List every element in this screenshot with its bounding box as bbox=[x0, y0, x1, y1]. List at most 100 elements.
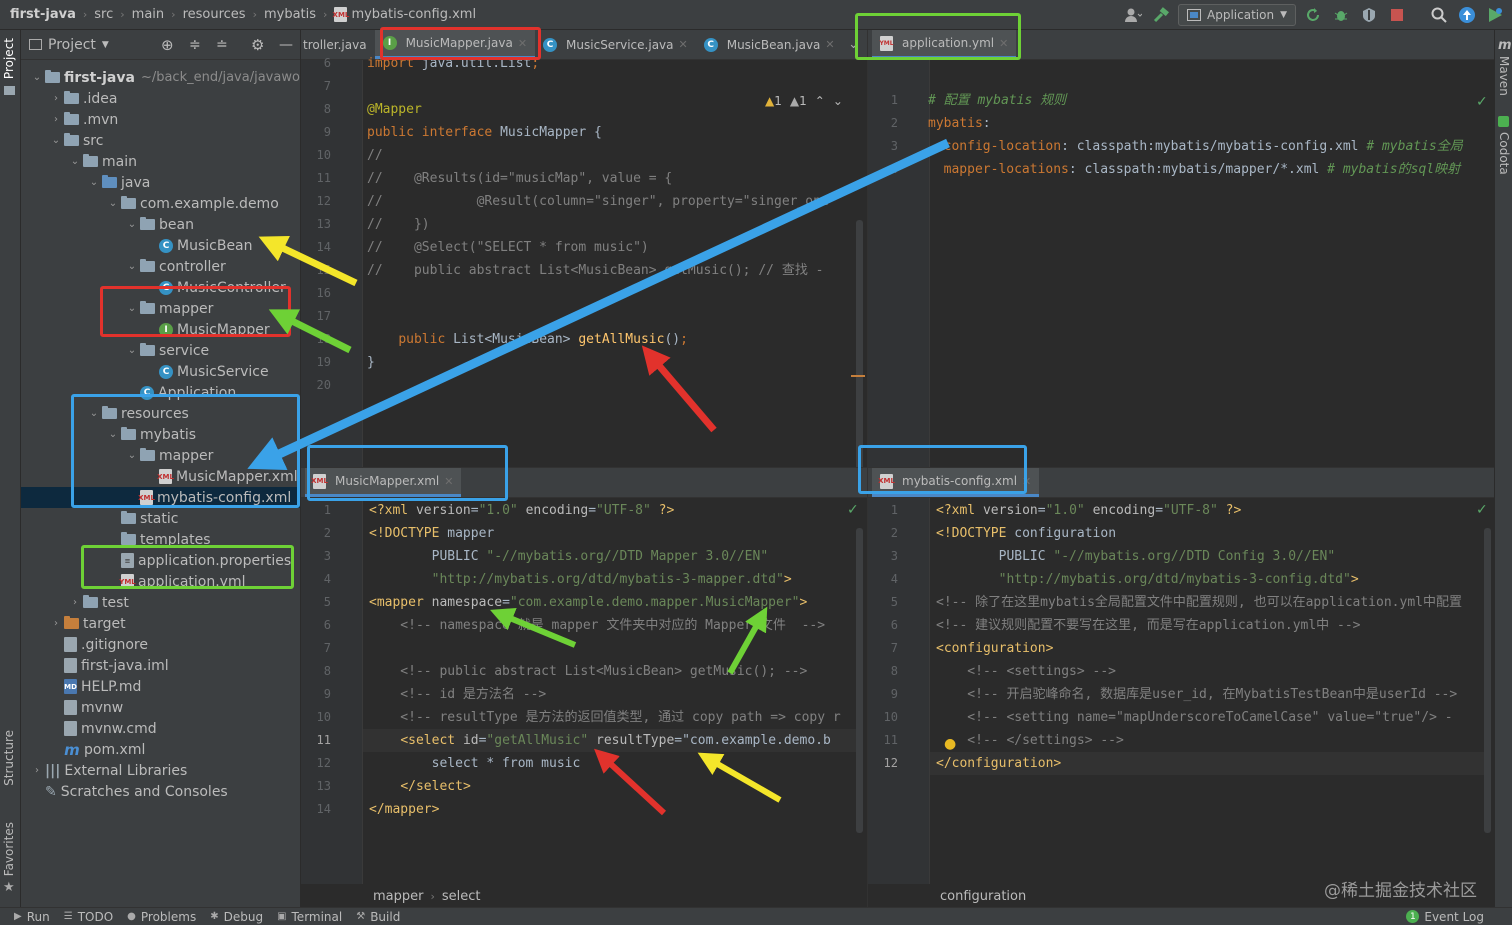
tree-item[interactable]: ⌄first-java~/back_end/java/javawo bbox=[21, 67, 300, 88]
breadcrumb-item[interactable]: main bbox=[131, 7, 165, 22]
breadcrumb-item[interactable]: first-java bbox=[10, 7, 76, 22]
breadcrumb-item[interactable]: mybatis-config.xml bbox=[351, 7, 477, 22]
chevron-down-icon[interactable]: ▼ bbox=[101, 39, 109, 50]
code-line[interactable]: // bbox=[367, 148, 383, 163]
tab-troller-java[interactable]: troller.java bbox=[301, 30, 375, 59]
user-icon[interactable] bbox=[1122, 4, 1144, 26]
tree-item[interactable]: mvnw bbox=[21, 697, 300, 718]
code-line[interactable]: @Mapper bbox=[367, 102, 422, 117]
code-line[interactable]: // @Result(column="singer", property="si… bbox=[367, 194, 829, 209]
chevron-right-icon[interactable]: › bbox=[35, 765, 39, 776]
close-icon[interactable]: ✕ bbox=[444, 474, 454, 488]
tree-item[interactable]: first-java.iml bbox=[21, 655, 300, 676]
tree-item[interactable]: ⌄java bbox=[21, 172, 300, 193]
breadcrumb-item-configuration[interactable]: configuration bbox=[940, 888, 1027, 904]
code-line[interactable]: // @Select("SELECT * from music") bbox=[367, 240, 649, 255]
scrollbar[interactable] bbox=[856, 528, 863, 833]
chevron-right-icon[interactable]: › bbox=[54, 618, 58, 629]
chevron-down-icon[interactable]: ⌄ bbox=[127, 219, 137, 230]
code-line[interactable]: <!-- 建议规则配置不要写在这里, 而是写在application.yml中 … bbox=[936, 618, 1361, 633]
maven-tool-tab[interactable]: Maven bbox=[1497, 56, 1511, 96]
debug-bug-icon[interactable] bbox=[1330, 4, 1352, 26]
tree-item[interactable]: ⌄bean bbox=[21, 214, 300, 235]
run-config-select[interactable]: Application ▼ bbox=[1178, 4, 1296, 26]
code-line[interactable]: <mapper namespace="com.example.demo.mapp… bbox=[369, 595, 808, 610]
code-line[interactable]: </configuration> bbox=[936, 756, 1062, 771]
tree-item[interactable]: ⌄mapper bbox=[21, 298, 300, 319]
code-line[interactable]: PUBLIC "-//mybatis.org//DTD Mapper 3.0//… bbox=[369, 549, 769, 564]
tree-item[interactable]: ⌄mapper bbox=[21, 445, 300, 466]
tree-item[interactable]: mvnw.cmd bbox=[21, 718, 300, 739]
code-line[interactable]: "http://mybatis.org/dtd/mybatis-3-mapper… bbox=[431, 572, 792, 587]
minimize-icon[interactable]: — bbox=[279, 36, 293, 53]
tool-button-build[interactable]: ⚒Build bbox=[356, 910, 400, 924]
close-icon[interactable]: ✕ bbox=[517, 36, 528, 50]
code-line[interactable]: <!-- public abstract List<MusicBean> get… bbox=[369, 664, 808, 679]
chevron-down-icon[interactable]: ⌄ bbox=[848, 37, 859, 52]
chevron-down-icon[interactable]: ⌄ bbox=[832, 94, 843, 108]
chevron-down-icon[interactable]: ⌄ bbox=[127, 261, 137, 272]
tree-item[interactable]: ›.idea bbox=[21, 88, 300, 109]
build-hammer-icon[interactable] bbox=[1150, 4, 1172, 26]
chevron-up-icon[interactable]: ⌃ bbox=[814, 94, 825, 108]
close-icon[interactable]: ✕ bbox=[1022, 474, 1032, 488]
code-line[interactable]: # 配置 mybatis 规则 bbox=[928, 93, 1067, 108]
chevron-down-icon[interactable]: ⌄ bbox=[108, 198, 118, 209]
code-line[interactable]: // }) bbox=[367, 217, 430, 232]
mapper-code-area[interactable]: 1<?xml version="1.0" encoding="UTF-8" ?>… bbox=[301, 498, 867, 884]
project-panel-title[interactable]: Project bbox=[48, 36, 96, 53]
tree-item[interactable]: templates bbox=[21, 529, 300, 550]
tree-item[interactable]: ⌄main bbox=[21, 151, 300, 172]
tree-item[interactable]: ⌄mybatis bbox=[21, 424, 300, 445]
codota-tool-tab[interactable]: Codota bbox=[1497, 132, 1511, 175]
code-line[interactable]: <!DOCTYPE mapper bbox=[369, 526, 495, 541]
tool-button-terminal[interactable]: ▣Terminal bbox=[277, 910, 342, 924]
code-line[interactable]: <!-- namespace 就是 mapper 文件夹中对应的 Mapper … bbox=[369, 618, 826, 633]
coverage-icon[interactable] bbox=[1358, 4, 1380, 26]
chevron-down-icon[interactable]: ⌄ bbox=[89, 408, 99, 419]
chevron-down-icon[interactable]: ⌄ bbox=[127, 450, 137, 461]
config-code-area[interactable]: 1<?xml version="1.0" encoding="UTF-8" ?>… bbox=[868, 498, 1494, 884]
locate-icon[interactable]: ⊕ bbox=[161, 35, 174, 54]
tool-button-debug[interactable]: ✱Debug bbox=[210, 910, 263, 924]
code-line[interactable]: PUBLIC "-//mybatis.org//DTD Config 3.0//… bbox=[936, 549, 1336, 564]
code-line[interactable]: <!-- resultType 是方法的返回值类型, 通过 copy path … bbox=[369, 710, 841, 725]
code-line[interactable]: } bbox=[367, 355, 375, 370]
tree-item[interactable]: ⌄src bbox=[21, 130, 300, 151]
tree-item[interactable]: ›test bbox=[21, 592, 300, 613]
tree-item[interactable]: ›target bbox=[21, 613, 300, 634]
breadcrumb-item[interactable]: src bbox=[94, 7, 114, 22]
chevron-down-icon[interactable]: ⌄ bbox=[51, 135, 61, 146]
plugin-icon[interactable] bbox=[1484, 4, 1506, 26]
lightbulb-icon[interactable]: ● bbox=[944, 736, 957, 752]
tree-item[interactable]: ≡application.properties bbox=[21, 550, 300, 571]
code-line[interactable]: <!-- id 是方法名 --> bbox=[369, 687, 547, 702]
chevron-down-icon[interactable]: ⌄ bbox=[32, 72, 42, 83]
code-line[interactable]: "http://mybatis.org/dtd/mybatis-3-config… bbox=[998, 572, 1359, 587]
tree-item[interactable]: ⌄resources bbox=[21, 403, 300, 424]
chevron-down-icon[interactable]: ⌄ bbox=[89, 177, 99, 188]
chevron-right-icon[interactable]: › bbox=[54, 114, 58, 125]
chevron-right-icon[interactable]: › bbox=[73, 597, 77, 608]
breadcrumb-item[interactable]: mybatis bbox=[263, 7, 317, 22]
code-line[interactable]: <!DOCTYPE configuration bbox=[936, 526, 1117, 541]
code-line[interactable]: <!-- <setting name="mapUnderscoreToCamel… bbox=[936, 710, 1453, 725]
code-line[interactable]: select * from music bbox=[369, 756, 581, 771]
code-line[interactable]: <!-- 开启驼峰命名, 数据库是user_id, 在MybatisTestBe… bbox=[936, 687, 1458, 702]
search-icon[interactable] bbox=[1428, 4, 1450, 26]
chevron-down-icon[interactable]: ⌄ bbox=[108, 429, 118, 440]
code-line[interactable]: <!-- </settings> --> bbox=[936, 733, 1124, 748]
collapse-all-icon[interactable]: ≐ bbox=[216, 36, 228, 53]
chevron-down-icon[interactable]: ⌄ bbox=[70, 156, 80, 167]
tree-item[interactable]: ✎Scratches and Consoles bbox=[21, 781, 300, 802]
code-line[interactable]: </select> bbox=[400, 779, 471, 794]
